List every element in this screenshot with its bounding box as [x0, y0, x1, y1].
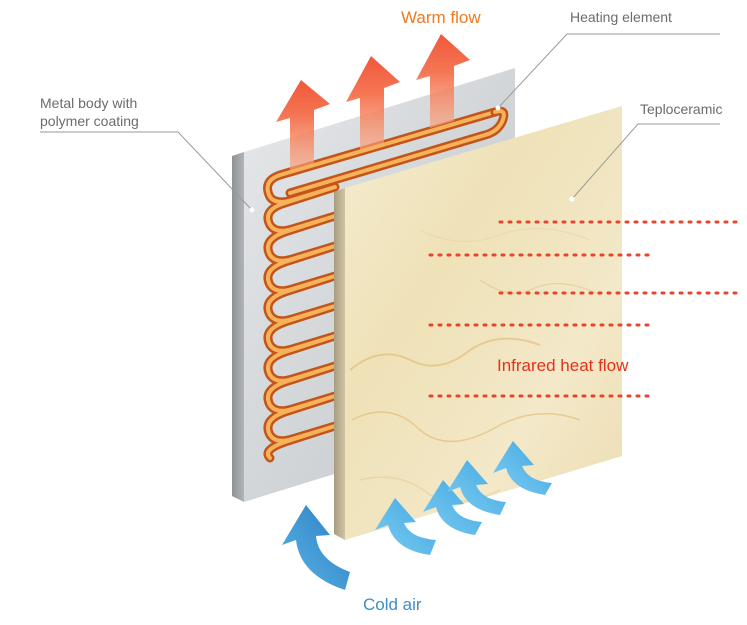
infrared-heat-flow-lines: [428, 220, 742, 398]
marble-vein: [419, 228, 591, 242]
warm-arrow-1: [276, 80, 330, 170]
leader-teploceramic: [571, 123, 720, 200]
marble-vein: [351, 411, 581, 442]
ceramic-panel-edge: [334, 188, 345, 540]
leader-metal-body-dot: [249, 207, 255, 213]
heating-coil-highlight: [265, 110, 497, 460]
warm-arrow-2: [346, 56, 400, 150]
cold-arrow-4: [447, 460, 506, 515]
metal-panel-edge: [232, 152, 244, 502]
heating-coil-top-highlight: [288, 109, 506, 195]
warm-flow-label: Warm flow: [401, 8, 481, 27]
leader-teploceramic-dot: [569, 196, 575, 202]
marble-vein: [349, 337, 541, 371]
teploceramic-panel: [334, 106, 622, 540]
metal-body-label: Metal body with polymer coating: [40, 94, 139, 130]
cold-air-label: Cold air: [363, 595, 422, 614]
warm-flow-arrows: [276, 34, 470, 170]
cold-arrow-3: [423, 480, 482, 535]
cold-arrow-5: [493, 441, 552, 495]
metal-body-label-line2: polymer coating: [40, 113, 139, 129]
cold-arrow-2: [375, 498, 436, 555]
ceramic-panel-face: [345, 106, 622, 540]
leader-heating-element: [497, 33, 720, 109]
cold-air-arrows: [282, 441, 552, 590]
leader-heating-element-dot: [495, 105, 501, 111]
teploceramic-label: Teploceramic: [640, 101, 723, 117]
warm-arrow-3: [416, 34, 470, 128]
leader-metal-body: [40, 131, 253, 211]
cold-arrow-large: [282, 505, 350, 590]
leader-lines: [40, 33, 720, 213]
heating-element-coil: [263, 106, 509, 463]
metal-body-label-line1: Metal body with: [40, 95, 138, 111]
marble-vein: [479, 279, 601, 296]
heating-element-label: Heating element: [570, 9, 672, 25]
infrared-heat-flow-label: Infrared heat flow: [497, 356, 629, 375]
